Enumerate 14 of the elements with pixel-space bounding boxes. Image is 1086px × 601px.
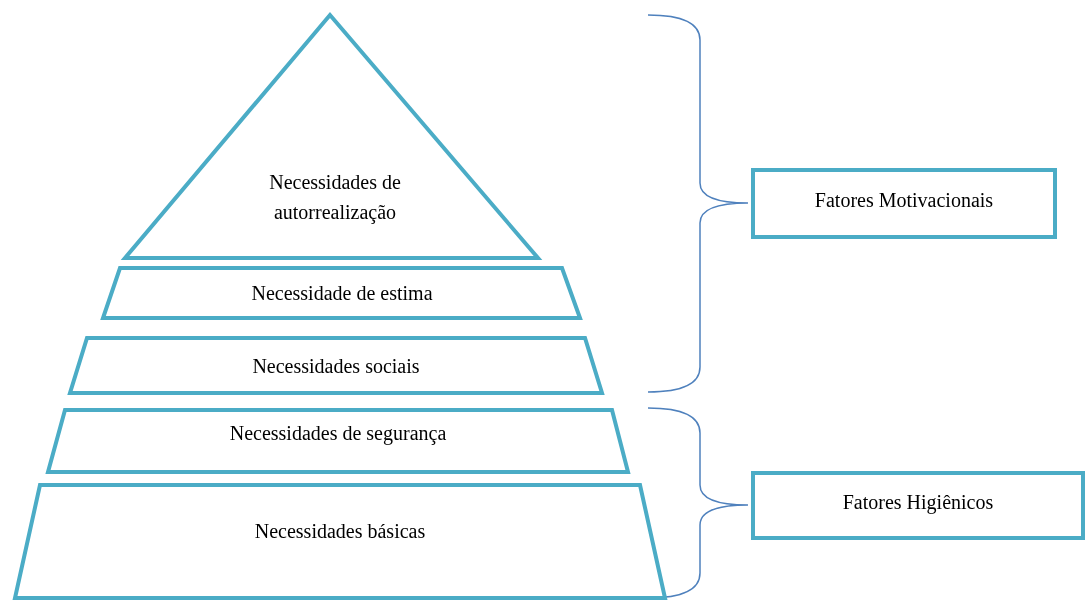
factor-box xyxy=(751,168,1057,239)
level-label: Fatores Motivacionais xyxy=(814,187,994,213)
pyramid-level-trapezoid xyxy=(100,265,584,321)
pyramid-apex-triangle xyxy=(120,12,544,262)
level-label: Necessidades de autorrealização xyxy=(268,170,402,226)
pyramid-base-trapezoid xyxy=(12,482,668,600)
level-label: Necessidades básicas xyxy=(254,519,426,544)
level-label: Necessidades de segurança xyxy=(229,421,447,447)
level-label: Necessidades sociais xyxy=(252,353,420,379)
factor-box xyxy=(751,471,1085,540)
pyramid-level-trapezoid xyxy=(67,335,605,396)
level-label: Fatores Higiênicos xyxy=(842,489,994,516)
level-label: Necessidade de estima xyxy=(251,281,433,306)
pyramid-level-trapezoid xyxy=(45,407,631,475)
